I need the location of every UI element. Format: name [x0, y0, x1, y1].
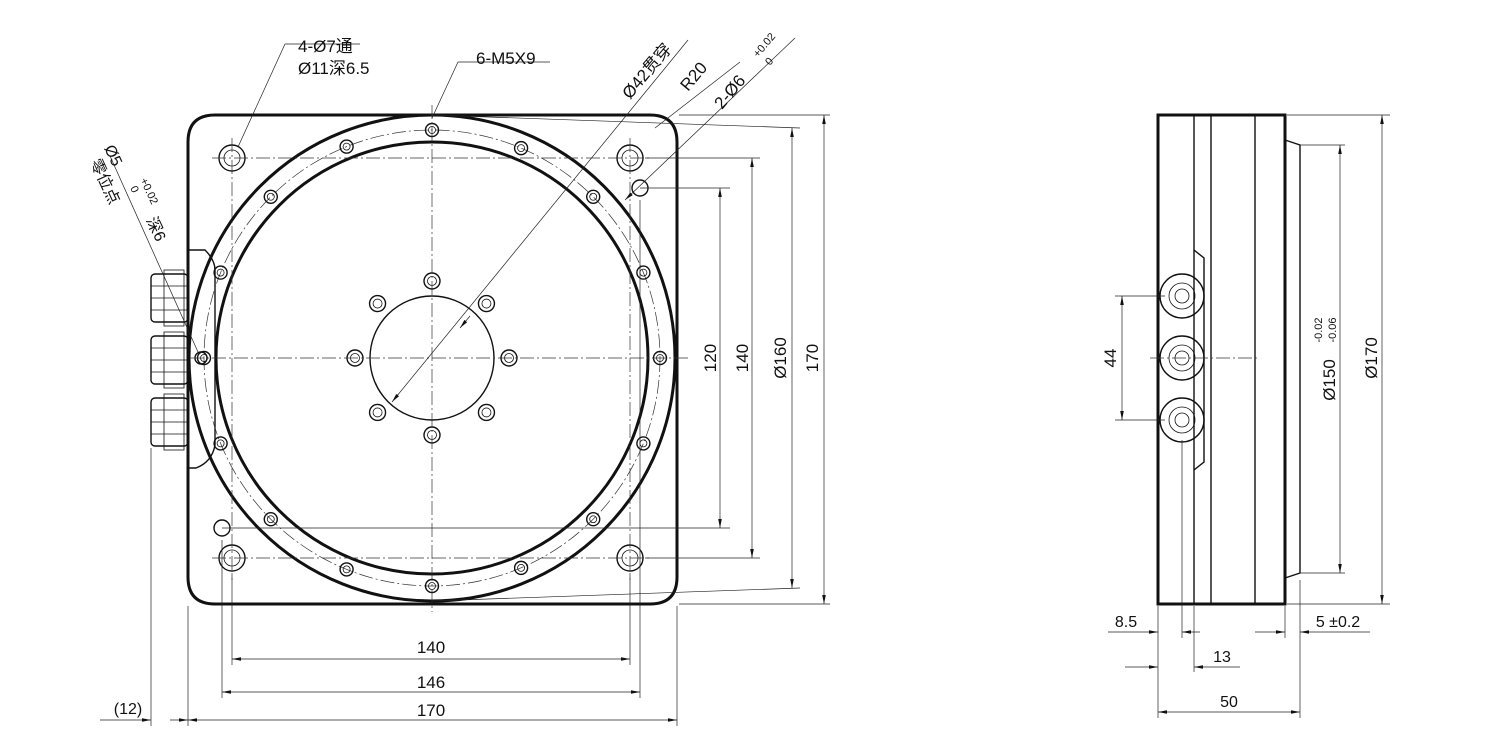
dim-50: 50	[1220, 694, 1238, 711]
ring-screw-hole	[586, 512, 601, 527]
ring-screw-hole	[586, 189, 601, 204]
ring-screw-hole	[513, 140, 529, 156]
ring-screw-hole	[213, 265, 228, 280]
ring-screw-hole	[636, 436, 651, 451]
front-extension-lines	[150, 114, 830, 726]
cable-gland-top	[150, 269, 189, 327]
side-vertical-dims: 44 Ø150 -0.02 -0.06 Ø170	[1101, 115, 1384, 604]
front-callouts: 4-Ø7通 Ø11深6.5 6-M5X9 Ø42贯穿 R20 2-Ø6 +0.0…	[86, 31, 796, 403]
callout-radius: R20	[677, 58, 712, 94]
dim-160-diameter: Ø160	[771, 337, 790, 379]
inner-screw-hole	[368, 294, 387, 313]
front-view: 140 146 170 (12) 120 140 Ø160 170 4-Ø7通	[86, 31, 830, 726]
callout-mount-holes-2: Ø11深6.5	[298, 59, 370, 78]
inner-screw-hole	[368, 403, 387, 422]
cable-glands	[150, 269, 189, 451]
callout-pin-holes: 2-Ø6	[711, 71, 750, 112]
front-vertical-dims: 120 140 Ø160 170	[701, 115, 826, 604]
ring-screw-hole	[339, 139, 354, 154]
ring-screw-hole	[263, 189, 278, 204]
ring-screw-hole	[263, 512, 278, 527]
front-body-outline	[186, 113, 679, 606]
dim-150-diameter: Ø150	[1320, 359, 1339, 401]
dim-146-horizontal: 146	[417, 673, 445, 692]
dim-12-reference: (12)	[114, 701, 142, 718]
dim-8-5: 8.5	[1115, 614, 1137, 631]
callout-thread-holes: 6-M5X9	[476, 49, 536, 68]
dim-150-tol-bottom: -0.06	[1327, 317, 1339, 342]
dim-170-horizontal: 170	[417, 701, 445, 720]
dim-140-vertical: 140	[733, 344, 752, 372]
callout-mount-holes-1: 4-Ø7通	[298, 37, 353, 56]
callout-through-hole: Ø42贯穿	[619, 40, 676, 103]
dim-44: 44	[1101, 349, 1120, 368]
cable-gland-middle	[150, 331, 189, 389]
ring-screw-hole	[513, 560, 529, 576]
ring-screw-hole	[213, 436, 228, 451]
dim-170-diameter: Ø170	[1362, 337, 1381, 379]
ring-screw-hole	[339, 562, 354, 577]
front-horizontal-dims: 140 146 170 (12)	[100, 638, 677, 722]
dim-140-horizontal: 140	[417, 638, 445, 657]
side-extension-lines	[1115, 114, 1390, 718]
dim-13: 13	[1213, 649, 1231, 666]
cable-gland-bottom	[150, 393, 189, 451]
side-horizontal-dims: 8.5 13 50 5 ±0.2	[1108, 614, 1370, 714]
callout-zero-point-depth: 深6	[142, 214, 169, 244]
callout-zero-point-tol-bottom: 0	[127, 184, 140, 195]
callout-zero-point-tol-top: +0.02	[137, 176, 160, 206]
side-view: 44 Ø150 -0.02 -0.06 Ø170 8.5 13 50 5 ±0.…	[1101, 113, 1390, 718]
inner-screw-hole	[477, 294, 496, 313]
dim-170-vertical: 170	[803, 344, 822, 372]
dim-5-tolerance: 5 ±0.2	[1316, 614, 1360, 631]
inner-screw-hole	[477, 403, 496, 422]
side-body-outline	[1156, 113, 1287, 606]
dim-150-tol-top: -0.02	[1313, 317, 1325, 342]
side-front-step	[1284, 139, 1301, 579]
dim-120-vertical: 120	[701, 344, 720, 372]
callout-pin-holes-tol-top: +0.02	[751, 31, 778, 60]
front-centerlines	[190, 105, 690, 612]
